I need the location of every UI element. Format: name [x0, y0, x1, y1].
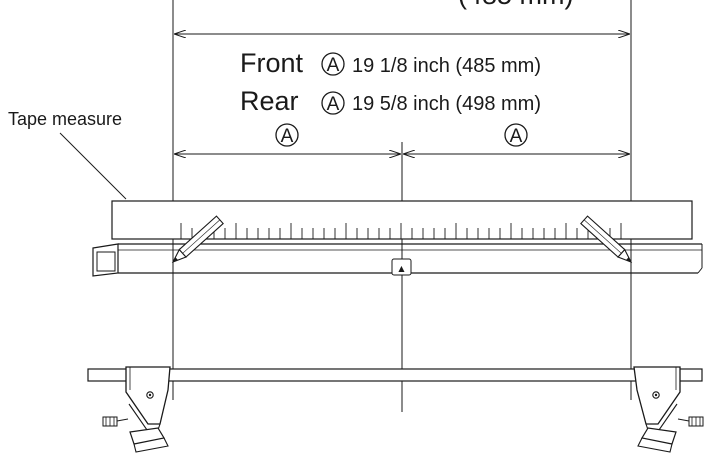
front-value: 19 1/8 inch (485 mm) — [352, 55, 541, 77]
tape-measure-label: Tape measure — [8, 109, 122, 129]
half-marker-right-text: A — [510, 126, 523, 147]
rear-marker-circle — [321, 91, 345, 115]
header-partial-text: (485 mm) — [458, 0, 574, 10]
front-spec: Front A 19 1/8 inch (485 mm) — [240, 48, 541, 78]
tape-measure-ticks — [180, 223, 622, 239]
half-marker-left-text: A — [281, 126, 294, 147]
center-mark: ▲ — [398, 264, 405, 273]
half-marker-right: A — [504, 123, 528, 147]
front-marker-circle — [321, 52, 345, 76]
foot-bracket-left-icon — [102, 366, 171, 453]
foot-bracket-right-icon — [633, 366, 704, 453]
pencil-left-icon — [171, 215, 224, 264]
rear-spec: Rear A 19 5/8 inch (498 mm) — [240, 86, 541, 116]
tape-measure-leader — [59, 132, 127, 200]
center-mark-box — [391, 258, 412, 276]
front-label: Front — [240, 48, 304, 78]
roof-rail — [87, 368, 703, 382]
front-marker: A — [327, 55, 340, 76]
pencil-right-icon — [580, 215, 633, 264]
rear-marker: A — [327, 94, 340, 115]
rear-label: Rear — [240, 86, 299, 116]
rear-value: 19 5/8 inch (498 mm) — [352, 93, 541, 115]
half-marker-left: A — [275, 123, 299, 147]
